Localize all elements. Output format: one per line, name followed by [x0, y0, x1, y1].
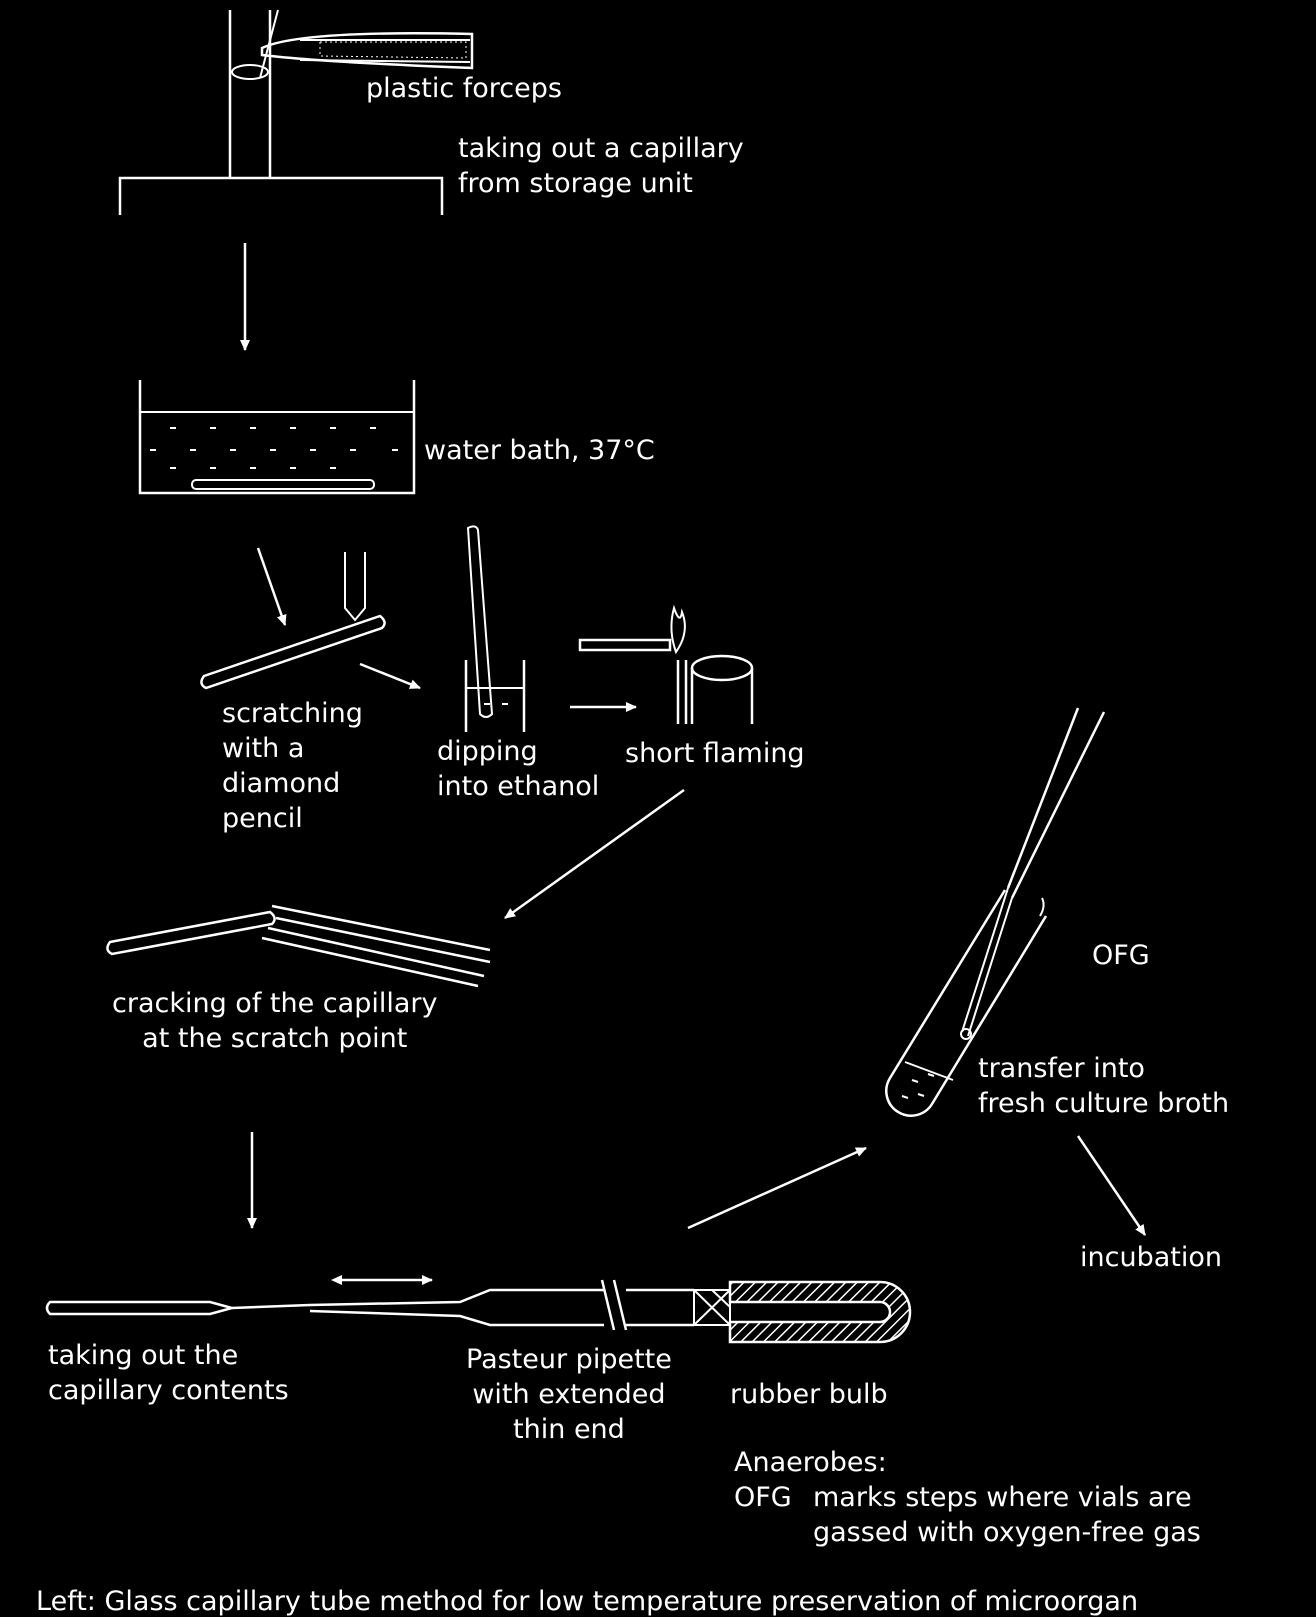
water-bath-icon — [138, 380, 416, 495]
storage-unit-icon — [118, 9, 444, 215]
cracked-capillary-icon — [106, 904, 491, 988]
legend-heading: Anaerobes: — [734, 1447, 887, 1478]
label-storage: taking out a capillary from storage unit — [458, 133, 744, 199]
burner-flame-icon — [578, 604, 754, 724]
culture-tube-icon — [885, 707, 1106, 1117]
label-water-bath: water bath, 37°C — [424, 435, 655, 466]
label-taking-contents: taking out the capillary contents — [48, 1340, 289, 1406]
scratching-icon — [200, 547, 386, 690]
label-transfer: transfer into fresh culture broth — [978, 1053, 1230, 1119]
legend-text: marks steps where vials are gassed with … — [813, 1482, 1201, 1548]
label-scratching: scratching with a diamond pencil — [222, 698, 363, 834]
label-ofg: OFG — [1092, 940, 1150, 971]
arrow-to-cracking — [504, 788, 685, 920]
arrow-to-dipping — [359, 662, 421, 690]
arrow-to-incubation — [1076, 1135, 1147, 1236]
label-cracking: cracking of the capillary at the scratch… — [112, 988, 438, 1054]
label-flaming: short flaming — [625, 738, 805, 769]
label-forceps: plastic forceps — [366, 73, 562, 104]
figure-caption: Left: Glass capillary tube method for lo… — [36, 1586, 1139, 1617]
label-incubation: incubation — [1080, 1242, 1222, 1273]
rubber-bulb-icon — [728, 1280, 912, 1344]
pasteur-pipette-icon — [45, 1279, 731, 1331]
label-pasteur: Pasteur pipette with extended thin end — [466, 1344, 672, 1445]
legend-key: OFG — [734, 1482, 792, 1513]
label-rubber-bulb: rubber bulb — [730, 1379, 888, 1410]
arrow-to-tube — [687, 1146, 867, 1230]
label-dipping: dipping into ethanol — [437, 736, 600, 802]
ethanol-beaker-icon — [464, 525, 526, 732]
forceps-icon — [260, 32, 474, 70]
